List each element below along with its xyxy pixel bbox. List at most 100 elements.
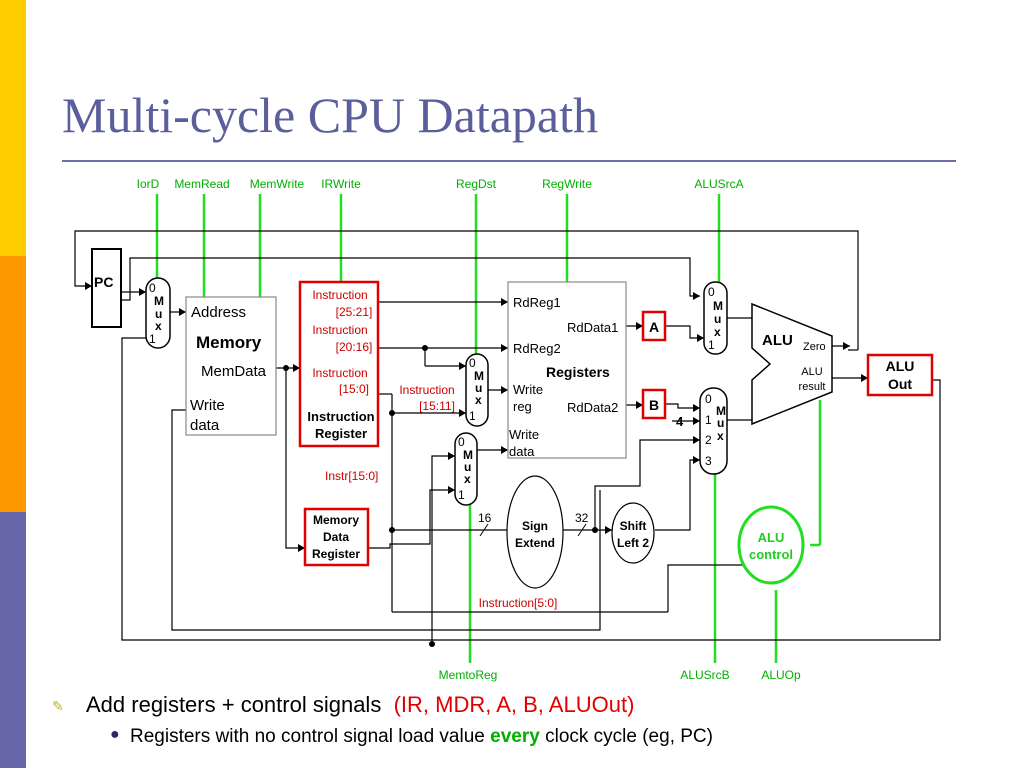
register-a bbox=[641, 310, 667, 342]
sign-extend bbox=[506, 475, 564, 589]
alusrcb-mux-u: u bbox=[717, 416, 724, 430]
pc-label: PC bbox=[94, 274, 113, 290]
shift-left-label-2: Left 2 bbox=[617, 536, 649, 550]
alusrcb-mux-2: 2 bbox=[705, 433, 712, 447]
memtoreg-mux-0: 0 bbox=[458, 435, 465, 449]
ir-field2-a: Instruction bbox=[312, 323, 367, 337]
regdst-mux-1: 1 bbox=[469, 409, 476, 423]
ir-field1-a: Instruction bbox=[312, 288, 367, 302]
ir-field1-b: [25:21] bbox=[336, 305, 373, 319]
register-b-label: B bbox=[649, 397, 659, 413]
sidebar-segment-orange bbox=[0, 256, 26, 512]
registers-writereg-1: Write bbox=[513, 382, 543, 397]
memory-memdata-label: MemData bbox=[201, 363, 267, 380]
memory-data-register bbox=[303, 507, 370, 567]
bullet-2-post: clock cycle (eg, PC) bbox=[545, 726, 713, 747]
bullet-1-red-text: (IR, MDR, A, B, ALUOut) bbox=[393, 692, 635, 717]
registers-writedata-2: data bbox=[509, 444, 535, 459]
alu-result-label-2: result bbox=[799, 381, 826, 393]
instr-15-11-label-b: [15:11] bbox=[419, 399, 455, 413]
shift-left-2 bbox=[611, 502, 655, 564]
alusrcb-mux-m: M bbox=[716, 404, 726, 418]
ir-field3-b: [15:0] bbox=[339, 382, 369, 396]
iord-mux bbox=[145, 277, 171, 349]
ir-name-1: Instruction bbox=[307, 409, 374, 424]
registers-title: Registers bbox=[546, 364, 610, 380]
signal-memread: MemRead bbox=[174, 177, 229, 191]
sign-extend-label-1: Sign bbox=[522, 519, 548, 533]
register-a-label: A bbox=[649, 319, 659, 335]
registers-rdreg1: RdReg1 bbox=[513, 295, 561, 310]
alu-control bbox=[737, 505, 805, 585]
signal-aluop: ALUOp bbox=[761, 668, 801, 682]
alu-control-label-2: control bbox=[749, 547, 793, 562]
memory-write-label: Write bbox=[190, 397, 225, 414]
signal-regdst: RegDst bbox=[456, 177, 497, 191]
instruction-register bbox=[298, 280, 380, 448]
ir-name-2: Register bbox=[315, 426, 367, 441]
sidebar-color-band bbox=[0, 0, 26, 768]
alu-control-label-1: ALU bbox=[758, 530, 785, 545]
registers-writereg-2: reg bbox=[513, 399, 532, 414]
alu-shape bbox=[751, 302, 833, 426]
alusrcb-mux bbox=[699, 387, 728, 475]
iord-mux-m: M bbox=[154, 294, 164, 308]
aluout-register bbox=[866, 353, 934, 397]
regdst-mux-x: x bbox=[475, 393, 482, 407]
instr-15-11-label-a: Instruction bbox=[399, 383, 454, 397]
iord-mux-u: u bbox=[155, 307, 162, 321]
alusrca-mux-1: 1 bbox=[708, 338, 715, 352]
alu-result-label-1: ALU bbox=[801, 366, 822, 378]
aluout-label-1: ALU bbox=[886, 358, 915, 374]
mdr-label-2: Data bbox=[323, 530, 349, 544]
instr-5-0-label: Instruction[5:0] bbox=[479, 596, 558, 610]
memory-data-label: data bbox=[190, 417, 220, 434]
memory-title: Memory bbox=[196, 333, 262, 352]
registers-writedata-1: Write bbox=[509, 427, 539, 442]
alusrcb-mux-3: 3 bbox=[705, 454, 712, 468]
control-lines bbox=[155, 194, 822, 663]
alusrca-mux-x: x bbox=[714, 325, 721, 339]
memory-address-label: Address bbox=[191, 304, 246, 321]
alusrca-mux bbox=[703, 281, 728, 355]
iord-mux-x: x bbox=[155, 319, 162, 333]
memtoreg-mux bbox=[454, 432, 478, 506]
signal-alusrcb: ALUSrcB bbox=[680, 668, 729, 682]
memtoreg-mux-m: M bbox=[463, 448, 473, 462]
memtoreg-mux-u: u bbox=[464, 460, 471, 474]
mdr-label-3: Register bbox=[312, 547, 360, 561]
bullet-2-emphasis: every bbox=[490, 726, 540, 747]
data-wires bbox=[74, 230, 941, 644]
memory-block bbox=[185, 296, 277, 436]
signal-alusrca: ALUSrcA bbox=[694, 177, 743, 191]
bits-16-slash bbox=[479, 523, 489, 537]
regdst-mux-0: 0 bbox=[469, 356, 476, 370]
instr-15-0-label: Instr[15:0] bbox=[325, 469, 378, 483]
alu-name: ALU bbox=[762, 332, 793, 349]
sidebar-segment-yellow bbox=[0, 0, 26, 256]
regdst-mux bbox=[465, 353, 489, 427]
regdst-mux-u: u bbox=[475, 381, 482, 395]
alu-zero-label: Zero bbox=[803, 341, 826, 353]
bits-32-slash bbox=[577, 523, 587, 537]
signal-irwrite: IRWrite bbox=[321, 177, 361, 191]
ir-field3-a: Instruction bbox=[312, 366, 367, 380]
bullet-2: ● Registers with no control signal load … bbox=[110, 726, 713, 748]
bullet-1-text: Add registers + control signals bbox=[86, 692, 382, 717]
bullet-dot-icon: ● bbox=[110, 726, 120, 743]
memtoreg-mux-x: x bbox=[464, 472, 471, 486]
signal-memwrite: MemWrite bbox=[250, 177, 305, 191]
mdr-label-1: Memory bbox=[313, 513, 359, 527]
alusrca-mux-m: M bbox=[713, 299, 723, 313]
regdst-mux-m: M bbox=[474, 369, 484, 383]
alusrcb-mux-x: x bbox=[717, 429, 724, 443]
bullet-2-pre: Registers with no control signal load va… bbox=[130, 726, 485, 747]
registers-rddata1: RdData1 bbox=[567, 320, 618, 335]
title-rule bbox=[62, 160, 956, 162]
signal-memtoreg: MemtoReg bbox=[439, 668, 498, 682]
bits-32-label: 32 bbox=[575, 511, 589, 525]
memtoreg-mux-1: 1 bbox=[458, 488, 465, 502]
slide-title: Multi-cycle CPU Datapath bbox=[62, 87, 598, 143]
bullet-1: Add registers + control signals (IR, MDR… bbox=[86, 692, 634, 718]
